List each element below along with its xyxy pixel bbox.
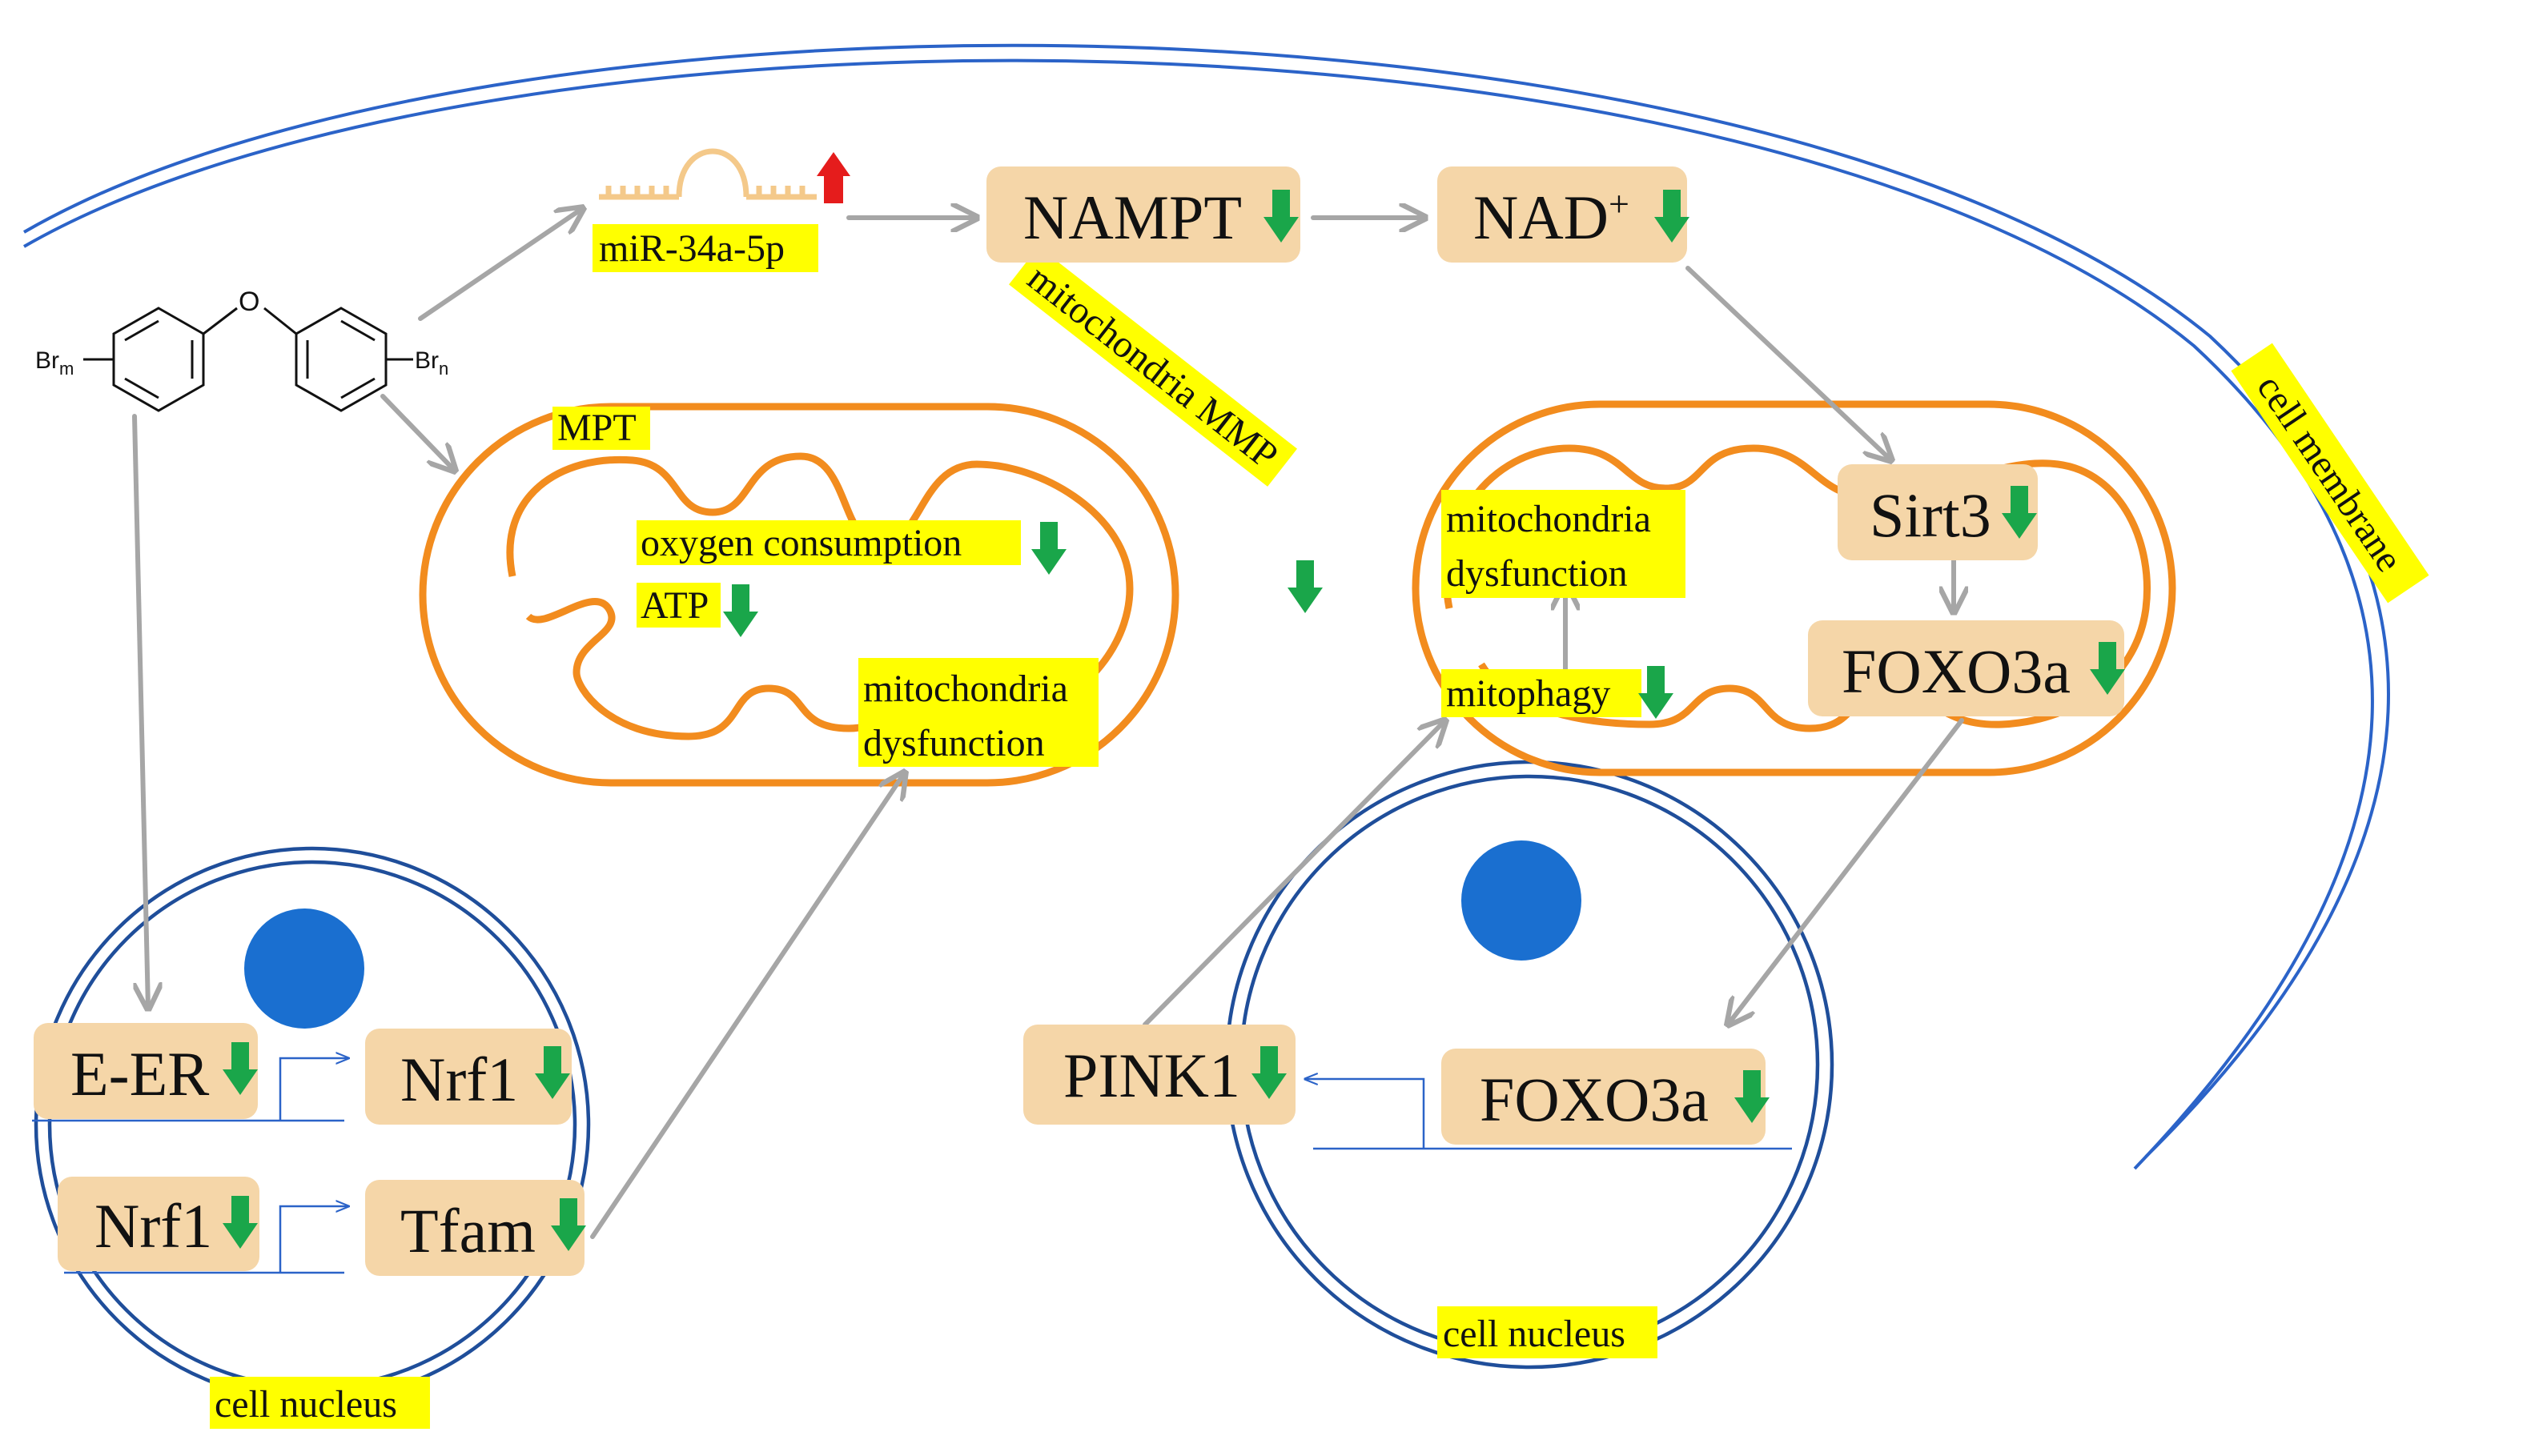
- down-arrow-icon: [1638, 666, 1673, 719]
- compound-br-right: Brn: [415, 347, 448, 379]
- cell-membrane: [23, 43, 2390, 1170]
- down-arrow-icon: [723, 584, 758, 637]
- box-foxo3a-nucleus: [1441, 1049, 1766, 1145]
- label-foxo3a-mito: FOXO3a: [1842, 636, 2071, 706]
- gray-arrows: [132, 208, 1964, 1239]
- label-mito-dysfunction-right-1: mitochondria: [1446, 498, 1651, 540]
- box-nad: [1437, 166, 1687, 263]
- compound-br-left: Brm: [35, 347, 74, 379]
- label-mito-dysfunction-left-2: dysfunction: [863, 722, 1045, 764]
- label-mir: miR-34a-5p: [599, 227, 785, 270]
- label-nad: NAD+: [1473, 183, 1629, 252]
- up-arrow-icon: [817, 152, 850, 203]
- down-arrow-icon: [223, 1196, 258, 1249]
- arrow-compound-to-eer: [132, 414, 148, 1009]
- rna-hairpin-icon: [599, 148, 817, 200]
- label-cell-membrane: cell membrane: [2248, 367, 2411, 580]
- highlight-backgrounds: [210, 224, 2429, 1429]
- box-nampt: [986, 166, 1300, 263]
- label-mito-dysfunction-left-1: mitochondria: [863, 668, 1068, 710]
- nucleolus-left: [244, 908, 364, 1029]
- down-arrow-icon: [1031, 522, 1067, 575]
- label-oxygen-consumption: oxygen consumption: [641, 522, 962, 564]
- arrow-nad-to-sirt3: [1685, 266, 1891, 460]
- label-tfam: Tfam: [400, 1196, 536, 1265]
- label-nrf1-bottom: Nrf1: [94, 1191, 212, 1261]
- nucleolus-right: [1461, 840, 1581, 961]
- compound-structure: [83, 307, 413, 412]
- down-arrow-icon: [551, 1198, 586, 1251]
- promoter-lines: [32, 1058, 1792, 1274]
- label-sirt3: Sirt3: [1870, 480, 1991, 550]
- down-arrow-icon: [1654, 190, 1689, 243]
- arrow-tfam-to-mito: [590, 772, 905, 1239]
- label-foxo3a-nucleus: FOXO3a: [1480, 1065, 1709, 1134]
- label-eer: E-ER: [70, 1039, 209, 1109]
- box-foxo3a-mito: [1808, 620, 2124, 716]
- box-eer: [34, 1023, 258, 1119]
- arrow-pink1-to-mitophagy: [1143, 720, 1445, 1027]
- label-pink1: PINK1: [1063, 1041, 1240, 1110]
- box-pink1: [1023, 1025, 1296, 1125]
- down-arrow-icon: [1263, 190, 1299, 243]
- down-arrow-icon: [2090, 642, 2125, 695]
- down-arrow-icon: [1734, 1070, 1770, 1123]
- down-arrow-icon: [2002, 486, 2037, 539]
- label-cell-nucleus-left: cell nucleus: [215, 1383, 397, 1426]
- label-nrf1-top: Nrf1: [400, 1045, 518, 1114]
- box-sirt3: [1838, 464, 2038, 560]
- label-cell-nucleus-right: cell nucleus: [1443, 1313, 1625, 1355]
- label-mito-mmp: mitochondria MMP: [1020, 257, 1286, 478]
- gene-boxes: [34, 166, 2124, 1276]
- down-arrow-icon: [1251, 1046, 1287, 1099]
- box-nrf1-top: [365, 1029, 572, 1125]
- label-mpt: MPT: [557, 407, 637, 449]
- box-tfam: [365, 1180, 585, 1276]
- down-arrow-icon: [1288, 560, 1323, 613]
- label-nampt: NAMPT: [1023, 183, 1242, 252]
- arrow-foxo3a-to-nucleus: [1728, 718, 1964, 1025]
- label-mitophagy: mitophagy: [1446, 672, 1610, 715]
- down-arrow-icon: [535, 1046, 570, 1099]
- down-arrow-icon: [223, 1042, 258, 1095]
- arrow-compound-to-mir: [418, 208, 583, 321]
- label-atp: ATP: [641, 584, 709, 627]
- arrow-compound-to-mito: [380, 394, 455, 471]
- compound-bridge-o: O: [239, 287, 259, 317]
- box-nrf1-bottom: [58, 1177, 259, 1271]
- mitochondrion-right: [1412, 400, 2176, 776]
- label-mito-dysfunction-right-2: dysfunction: [1446, 552, 1628, 595]
